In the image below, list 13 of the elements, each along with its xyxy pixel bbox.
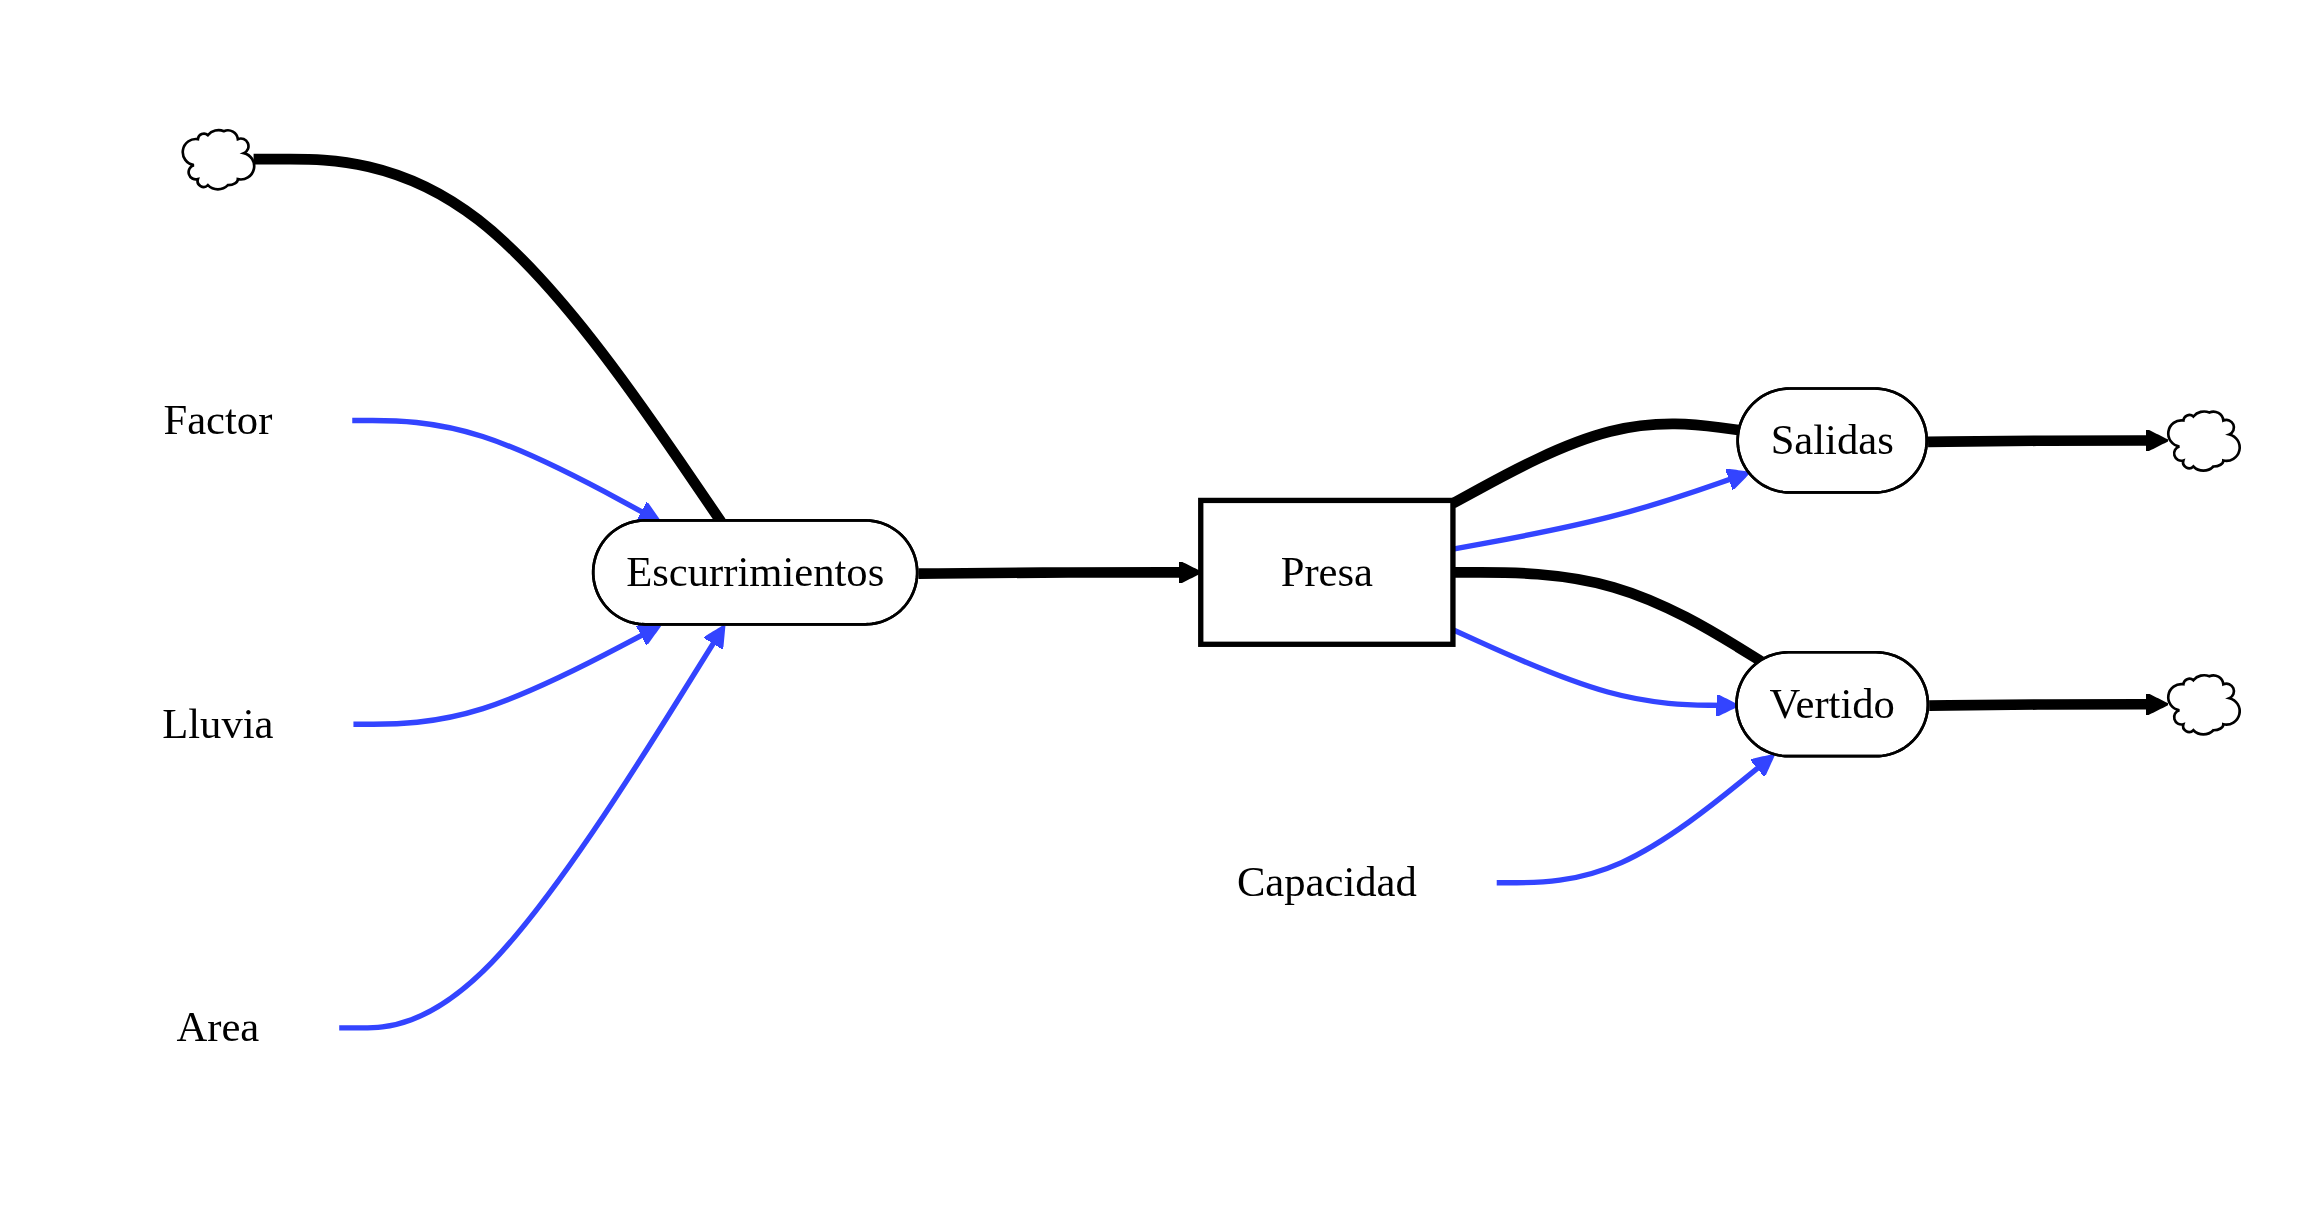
node-cloud	[2166, 673, 2241, 736]
node-text: Area	[175, 1003, 259, 1050]
node-text: Factor	[162, 396, 272, 442]
arrow	[352, 624, 661, 727]
node-cloud	[180, 128, 255, 191]
node-cloud	[2166, 410, 2241, 472]
node-text: Capacidad	[1236, 858, 1417, 905]
arrow	[1927, 428, 2169, 453]
node-text: Lluvia	[161, 700, 274, 746]
arrow	[338, 624, 725, 1031]
arrow	[1928, 692, 2169, 716]
node-box: Presa	[1197, 497, 1456, 647]
arrow	[1496, 753, 1775, 886]
